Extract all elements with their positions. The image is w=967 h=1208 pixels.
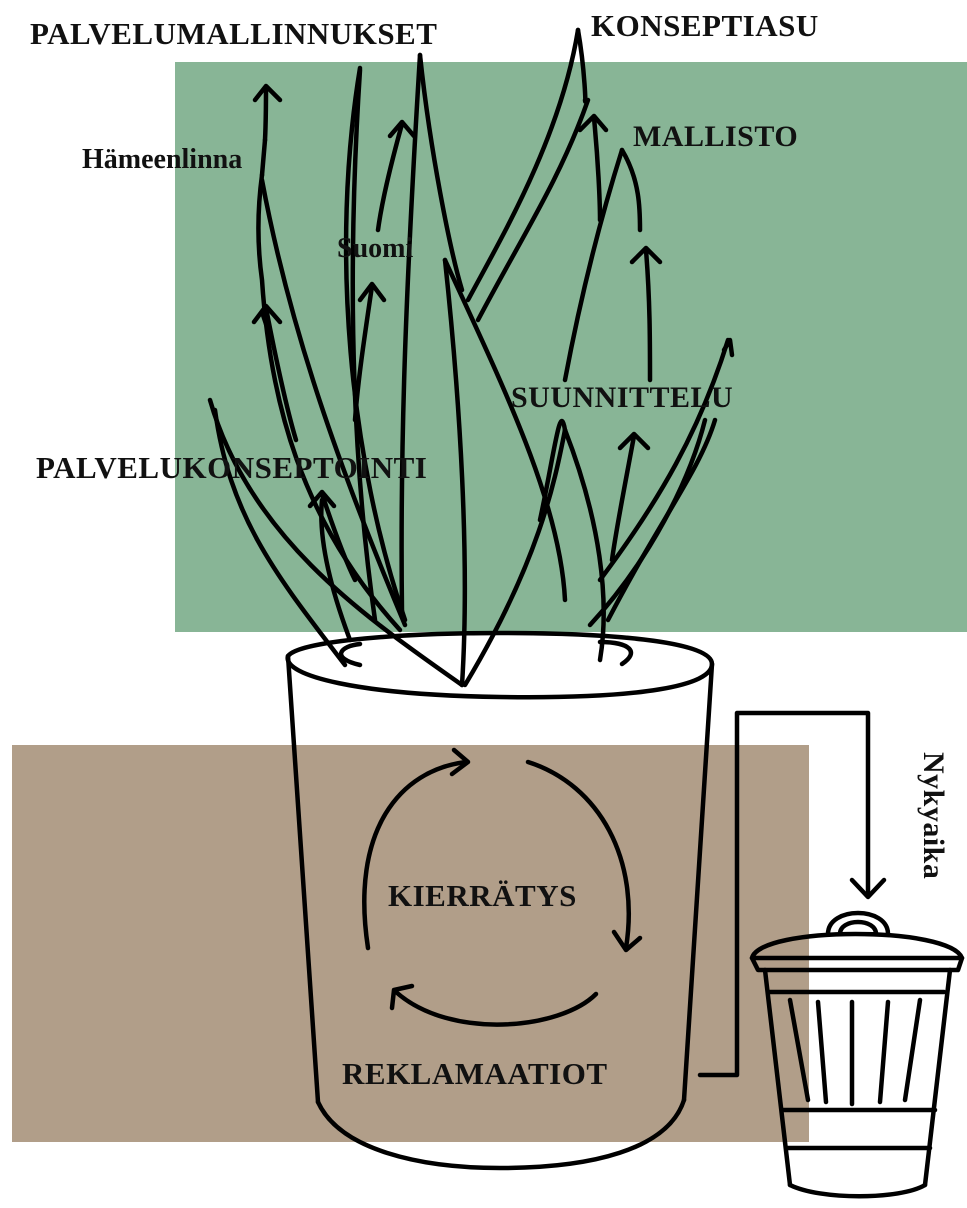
label-suunnittelu: SUUNNITTELU xyxy=(511,383,733,413)
label-nykyaika: Nykyaika xyxy=(918,752,948,879)
label-hameenlinna: Hämeenlinna xyxy=(82,146,242,174)
label-palvelumallinnukset: PALVELUMALLINNUKSET xyxy=(30,18,437,49)
label-suomi: Suomi xyxy=(337,235,413,263)
label-konseptiasu: KONSEPTIASU xyxy=(591,10,819,41)
label-mallisto: MALLISTO xyxy=(633,122,798,152)
label-kierratys: KIERRÄTYS xyxy=(388,880,577,911)
label-palvelukonseptointi: PALVELUKONSEPTOINTI xyxy=(36,452,427,483)
label-reklamaatiot: REKLAMAATIOT xyxy=(342,1058,608,1089)
